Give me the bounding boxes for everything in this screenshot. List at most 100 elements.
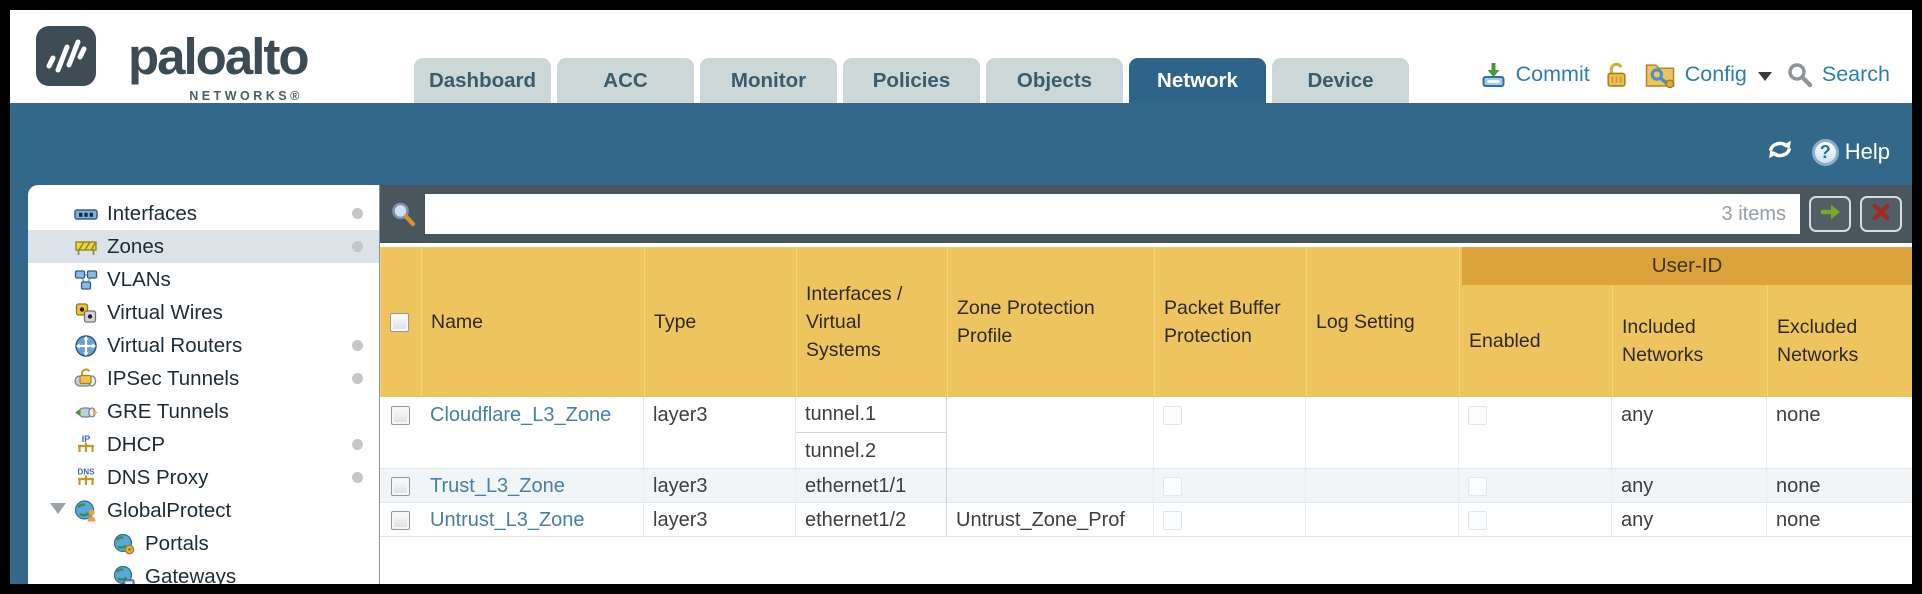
tab-dashboard[interactable]: Dashboard — [414, 58, 551, 103]
zone-name-link[interactable]: Cloudflare_L3_Zone — [430, 404, 612, 426]
row-checkbox[interactable] — [391, 476, 410, 496]
sidebar-item-label: Gateways — [145, 564, 237, 585]
interface-value: ethernet1/2 — [805, 508, 907, 531]
column-header-interfaces-virtual-systems[interactable]: Interfaces / Virtual Systems — [796, 247, 947, 397]
sidebar-item-label: VLANs — [107, 267, 171, 291]
zone-type-value: layer3 — [653, 404, 708, 426]
vlans-icon — [74, 268, 98, 292]
packet-buffer-protection-checkbox — [1163, 405, 1182, 425]
included-networks-value: any — [1621, 475, 1654, 497]
refresh-icon[interactable] — [1764, 136, 1796, 168]
sidebar-item-portals[interactable]: Portals — [28, 527, 379, 560]
clear-filter-button[interactable] — [1860, 196, 1902, 232]
filter-input[interactable]: 3 items — [425, 194, 1800, 234]
sidebar-item-gre-tunnels[interactable]: GRE Tunnels — [28, 395, 379, 428]
interface-value: tunnel.2 — [805, 439, 877, 462]
sidebar-item-globalprotect[interactable]: GlobalProtect — [28, 494, 379, 527]
status-dot — [352, 373, 363, 384]
help-icon[interactable]: ? — [1811, 138, 1839, 166]
row-checkbox[interactable] — [391, 405, 410, 425]
help-button[interactable]: Help — [1844, 139, 1890, 164]
column-header-included-networks[interactable]: Included Networks — [1612, 247, 1767, 397]
ipsec-tunnels-icon — [74, 367, 98, 391]
status-dot — [352, 241, 363, 252]
interfaces-icon — [74, 202, 98, 226]
lock-icon[interactable] — [1605, 61, 1629, 88]
paloalto-logo-icon — [36, 26, 96, 86]
apply-filter-button[interactable] — [1809, 196, 1851, 232]
virtual-wires-icon — [74, 301, 98, 325]
sidebar-item-dns-proxy[interactable]: DNS DNS Proxy — [28, 461, 379, 494]
sidebar-item-label: DNS Proxy — [107, 465, 209, 489]
caret-down-icon[interactable] — [1757, 72, 1772, 81]
user-id-enabled-checkbox — [1468, 405, 1487, 425]
sidebar-item-label: Portals — [145, 531, 209, 555]
excluded-networks-value: none — [1776, 509, 1821, 531]
row-checkbox[interactable] — [391, 510, 410, 530]
interface-value: tunnel.1 — [796, 397, 946, 433]
sidebar-item-interfaces[interactable]: Interfaces — [28, 197, 379, 230]
commit-button[interactable]: Commit — [1515, 62, 1590, 86]
search-icon — [390, 201, 416, 227]
interface-value: ethernet1/1 — [805, 474, 907, 497]
portals-icon — [112, 532, 136, 556]
tab-network[interactable]: Network — [1129, 58, 1266, 103]
column-header-log-setting[interactable]: Log Setting — [1306, 247, 1459, 397]
column-header-enabled[interactable]: Enabled — [1459, 247, 1612, 397]
column-header-zone-protection-profile[interactable]: Zone Protection Profile — [947, 247, 1154, 397]
sidebar-item-zones[interactable]: Zones — [28, 230, 379, 263]
packet-buffer-protection-checkbox — [1163, 510, 1182, 530]
config-menu-button[interactable]: Config — [1684, 62, 1747, 86]
svg-text:DNS: DNS — [78, 467, 96, 476]
paloalto-logo: paloalto NETWORKS® — [36, 25, 336, 103]
sidebar-item-gateways[interactable]: Gateways — [28, 560, 379, 584]
sidebar-item-ipsec-tunnels[interactable]: IPSec Tunnels — [28, 362, 379, 395]
gre-tunnels-icon — [74, 400, 98, 424]
column-header-packet-buffer-protection[interactable]: Packet Buffer Protection — [1154, 247, 1306, 397]
sidebar-item-virtual-wires[interactable]: Virtual Wires — [28, 296, 379, 329]
expander-triangle-icon[interactable] — [50, 503, 66, 514]
included-networks-value: any — [1621, 404, 1654, 426]
zone-type-value: layer3 — [653, 509, 708, 531]
table-row: Cloudflare_L3_Zone layer3 tunnel.1 tunnel.2… — [380, 397, 1912, 469]
band-tools: ? Help — [1764, 136, 1890, 168]
globalprotect-icon — [74, 499, 98, 523]
excluded-networks-value: none — [1776, 404, 1821, 426]
zone-type-value: layer3 — [653, 475, 708, 497]
included-networks-value: any — [1621, 509, 1654, 531]
status-dot — [352, 340, 363, 351]
close-icon — [1872, 203, 1890, 226]
column-header-name[interactable]: Name — [421, 247, 644, 397]
header-actions: Commit Config Search — [1480, 61, 1890, 88]
config-icon — [1644, 61, 1676, 88]
search-button[interactable]: Search — [1821, 62, 1890, 86]
status-dot — [352, 439, 363, 450]
user-id-group-header: User-ID — [1462, 247, 1912, 285]
tab-device[interactable]: Device — [1272, 58, 1409, 103]
select-all-checkbox[interactable] — [390, 312, 409, 332]
zone-name-link[interactable]: Trust_L3_Zone — [430, 475, 565, 497]
column-header-excluded-networks[interactable]: Excluded Networks — [1767, 247, 1912, 397]
sidebar-item-vlans[interactable]: VLANs — [28, 263, 379, 296]
zone-name-link[interactable]: Untrust_L3_Zone — [430, 509, 585, 531]
tab-monitor[interactable]: Monitor — [700, 58, 837, 103]
filter-bar: 3 items — [380, 185, 1912, 243]
tab-objects[interactable]: Objects — [986, 58, 1123, 103]
zones-table-body: Cloudflare_L3_Zone layer3 tunnel.1 tunnel.2… — [380, 397, 1912, 537]
column-header-type[interactable]: Type — [644, 247, 796, 397]
sidebar-item-virtual-routers[interactable]: Virtual Routers — [28, 329, 379, 362]
svg-text:IP: IP — [82, 434, 91, 444]
sidebar-item-label: GRE Tunnels — [107, 399, 229, 423]
tab-policies[interactable]: Policies — [843, 58, 980, 103]
tab-acc[interactable]: ACC — [557, 58, 694, 103]
sidebar-item-label: Virtual Routers — [107, 333, 243, 357]
